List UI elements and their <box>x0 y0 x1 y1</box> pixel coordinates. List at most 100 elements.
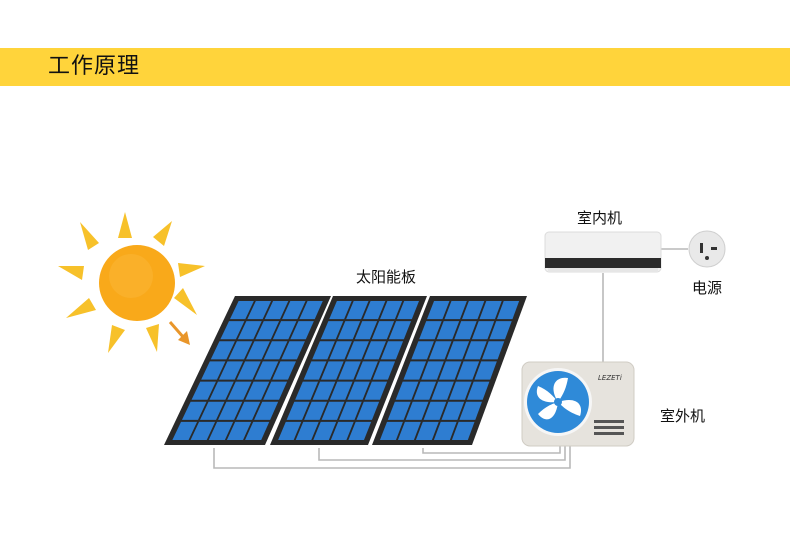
panel-cell <box>355 361 378 380</box>
panel-cell <box>282 301 306 320</box>
panel-cell <box>411 341 434 360</box>
panel-cell <box>200 401 225 420</box>
indoor-unit-icon <box>544 231 662 273</box>
panel-cell <box>444 301 467 320</box>
panel-cell <box>320 361 344 380</box>
panel-cell <box>371 321 395 340</box>
panel-cell <box>466 381 490 400</box>
brand-logo: LEZETi <box>598 374 622 382</box>
panel-cell <box>474 361 497 380</box>
panel-cell <box>312 381 336 400</box>
panel-cell <box>433 421 457 440</box>
panel-cell <box>347 381 370 400</box>
outdoor-unit-icon: LEZETi <box>521 361 635 447</box>
panel-cell <box>426 301 450 320</box>
panel-cell <box>436 321 460 340</box>
panel-cell <box>263 381 288 400</box>
panel-cell <box>338 361 361 380</box>
panel-cell <box>254 401 279 420</box>
panel-cell <box>454 321 477 340</box>
panel-cell <box>388 321 412 340</box>
panel-cell <box>329 341 352 360</box>
panel-cell <box>413 381 437 400</box>
panel-cell <box>372 361 396 380</box>
panel-cell <box>227 381 252 400</box>
solar-panel-2 <box>270 296 427 445</box>
panel-cell <box>264 301 289 320</box>
panel-cell <box>286 401 310 420</box>
panel-cell <box>236 361 261 380</box>
panel-cell <box>471 321 495 340</box>
panel-cell <box>387 401 411 420</box>
panel-cell <box>348 421 372 440</box>
panel-cell <box>304 401 328 420</box>
panel-cell <box>220 321 245 340</box>
panel-cell <box>290 321 314 340</box>
panel-cell <box>397 421 421 440</box>
panel-cell <box>438 361 462 380</box>
panel-cell <box>201 361 226 380</box>
solar-panel-label: 太阳能板 <box>356 268 417 286</box>
panel-cell <box>321 401 345 420</box>
panel-cell <box>320 321 344 340</box>
panel-cell <box>329 301 352 320</box>
panel-cell <box>496 301 520 320</box>
panel-cell <box>449 381 472 400</box>
panel-cell <box>346 301 369 320</box>
solar-panel-1 <box>164 296 331 445</box>
page-title: 工作原理 <box>48 54 141 79</box>
panel-cell <box>396 301 420 320</box>
panel-cell <box>209 381 234 400</box>
panel-cell <box>446 341 470 360</box>
sunlight-arrow-icon <box>168 321 190 345</box>
panel-cell <box>329 381 353 400</box>
panel-cell <box>380 341 404 360</box>
solar-panel-group <box>164 296 527 445</box>
panel-cell <box>419 321 442 340</box>
panel-cell <box>363 341 387 360</box>
panel-cell <box>245 421 270 440</box>
panel-cell <box>278 421 302 440</box>
panel-cell <box>313 421 337 440</box>
panel-cell <box>428 341 452 360</box>
panel-cell <box>356 401 380 420</box>
panel-cell <box>379 301 403 320</box>
sun-icon <box>58 212 205 353</box>
wiring <box>213 248 688 469</box>
panel-cell <box>421 361 444 380</box>
outdoor-unit-label: 室外机 <box>660 407 706 425</box>
panel-cell <box>330 421 354 440</box>
panel-cell <box>423 401 447 420</box>
panel-cell <box>208 421 234 440</box>
panel-cell <box>363 301 386 320</box>
header-band: 工作原理 <box>0 48 790 86</box>
vent-grille <box>594 420 624 435</box>
panel-cell <box>226 421 252 440</box>
panel-cell <box>181 401 207 420</box>
panel-cell <box>295 381 319 400</box>
panel-cell <box>312 341 335 360</box>
panel-cell <box>236 401 261 420</box>
panel-cell <box>295 421 319 440</box>
panel-cell <box>247 301 272 320</box>
panel-cell <box>441 401 465 420</box>
panel-cell <box>263 341 288 360</box>
panel-cell <box>272 361 297 380</box>
panel-cell <box>395 381 419 400</box>
panel-cell <box>191 381 216 400</box>
solar-panel-3 <box>372 296 527 445</box>
sun-rays <box>58 212 205 353</box>
indoor-unit-label: 室内机 <box>577 209 623 227</box>
panel-cell <box>337 321 361 340</box>
panel-cell <box>461 301 485 320</box>
panel-cell <box>346 341 369 360</box>
panel-cell <box>237 321 262 340</box>
power-outlet-icon <box>688 230 726 268</box>
panel-cell <box>354 321 378 340</box>
panel-cell <box>210 341 235 360</box>
fan-blades <box>536 377 582 420</box>
panel-cell <box>415 421 439 440</box>
panel-cell <box>451 421 475 440</box>
panel-cell <box>228 341 253 360</box>
panel-cell <box>405 401 429 420</box>
